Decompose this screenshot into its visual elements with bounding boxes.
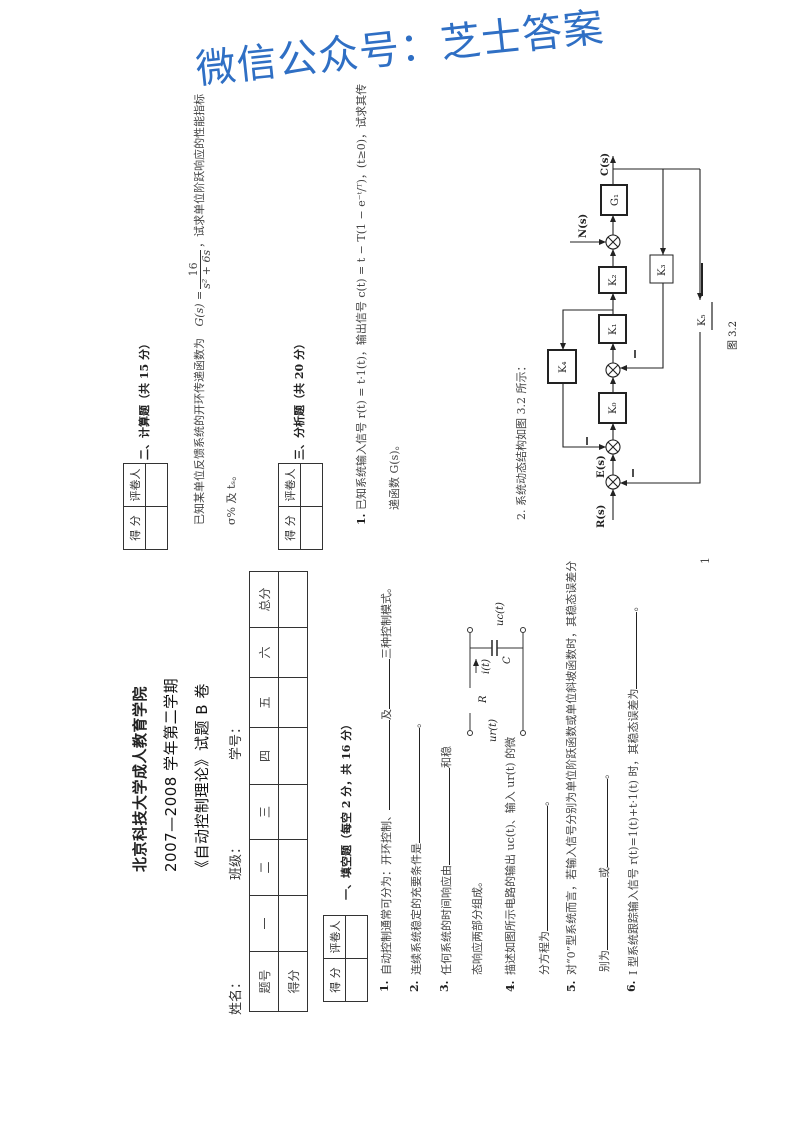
feedback-line — [620, 283, 664, 371]
summing-junction-icon — [605, 234, 621, 250]
block-k4 — [547, 349, 577, 384]
input-label: R(s) — [596, 505, 607, 528]
terminal-icon — [467, 627, 473, 633]
error-label: E(s) — [596, 455, 607, 478]
block-k5-label: K₅ — [697, 315, 708, 326]
block-k3-label: K₃ — [657, 265, 668, 276]
feedback-line — [562, 383, 606, 450]
summing-junction-icon — [605, 439, 621, 455]
circuit-input-label: ur(t) — [488, 719, 499, 742]
figure-caption: 图 3.2 — [727, 321, 739, 350]
rc-circuit — [467, 627, 526, 736]
terminal-icon — [467, 730, 473, 736]
block-k3 — [649, 254, 674, 284]
block-k4-label: K₄ — [558, 362, 569, 373]
circuit-output-label: uc(t) — [495, 602, 506, 626]
summing-junction-icon — [605, 474, 621, 490]
circuit-current-label: i(t) — [481, 659, 492, 674]
circuit-capacitor-label: C — [502, 656, 513, 664]
output-label: C(s) — [600, 153, 611, 176]
terminal-icon — [520, 730, 526, 736]
block-g1-label: G₁ — [610, 194, 621, 206]
block-k0 — [598, 392, 627, 424]
summing-junction-icon — [605, 362, 621, 378]
block-k1 — [598, 314, 627, 344]
feedback-line — [620, 332, 701, 486]
terminal-icon — [520, 627, 526, 633]
block-k2 — [598, 266, 627, 294]
block-k2-label: K₂ — [608, 275, 619, 286]
block-diagram — [547, 156, 713, 520]
block-k1-label: K₁ — [608, 324, 619, 335]
feedback-line — [560, 309, 613, 350]
block-g1 — [600, 184, 628, 216]
block-k0-label: K₀ — [608, 403, 619, 414]
circuit-resistor-label: R — [478, 695, 489, 704]
disturbance-label: N(s) — [578, 214, 589, 238]
